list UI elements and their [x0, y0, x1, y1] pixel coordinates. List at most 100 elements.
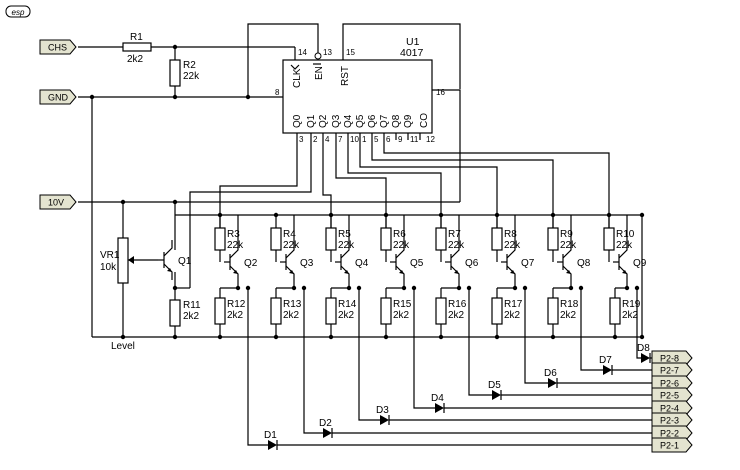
u1-out-q5: Q5 — [355, 114, 366, 128]
stage-transistor-5: Q7 — [501, 242, 535, 282]
diode-d2 — [323, 428, 332, 438]
emitter-value-4: 2k2 — [448, 310, 465, 321]
junction-dot — [328, 334, 334, 340]
stage-transistor-4: Q6 — [445, 242, 479, 282]
junction-dot — [356, 285, 362, 291]
u1-part: 4017 — [400, 47, 424, 59]
r11-body — [169, 299, 181, 327]
junction-dot — [172, 334, 178, 340]
emitter-value-5: 2k2 — [504, 310, 521, 321]
stage-transistor-3-label: Q5 — [410, 258, 424, 269]
output-port-p2-5 — [651, 387, 693, 403]
emitter-value-1: 2k2 — [283, 310, 300, 321]
emitter-ref-5: R17 — [504, 299, 523, 310]
r2-value: 22k — [183, 71, 200, 82]
diode-label-7: D8 — [637, 343, 650, 354]
vr1-wiper-arrow — [128, 256, 134, 264]
stage-transistor-0-label: Q2 — [244, 258, 258, 269]
pin-15: 15 — [346, 48, 355, 57]
u1-out-co: CO — [419, 113, 430, 128]
emitter-value-3: 2k2 — [393, 310, 410, 321]
stage-transistor-2-label: Q4 — [355, 258, 369, 269]
diode-label-1: D2 — [319, 418, 332, 429]
emitter-ref-3: R15 — [393, 299, 412, 310]
output-port-p2-4-label: P2-4 — [660, 404, 679, 414]
junction-dot — [301, 285, 307, 291]
pullup-value-3: 22k — [393, 240, 410, 251]
pin-8: 8 — [275, 88, 280, 97]
diode-label-4: D5 — [488, 380, 501, 391]
diode-label-2: D3 — [376, 405, 389, 416]
output-port-p2-1-label: P2-1 — [660, 441, 679, 451]
junction-dot — [120, 334, 126, 340]
junction-dot — [456, 285, 462, 291]
pullup-ref-2: R5 — [338, 229, 351, 240]
stage-transistor-0: Q2 — [224, 242, 258, 282]
u1-pin-5: 5 — [374, 135, 379, 144]
stage-transistor-6: Q8 — [557, 242, 591, 282]
pullup-r8 — [491, 227, 503, 251]
stage-transistor-7: Q9 — [613, 242, 647, 282]
diode-d5 — [492, 390, 501, 400]
emitter-value-2: 2k2 — [338, 310, 355, 321]
u1-pin-9: 9 — [398, 135, 403, 144]
junction-dot — [550, 212, 556, 218]
pullup-r6 — [380, 227, 392, 251]
emitter-r17 — [491, 297, 503, 325]
r1-ref: R1 — [130, 32, 143, 43]
junction-dot — [328, 212, 334, 218]
components: CHSGND10VR12k2R222kVR110kLevelQ1R112k2R3… — [39, 32, 693, 453]
diode-d3 — [380, 415, 389, 425]
junction-dot — [172, 285, 178, 291]
junction-dot — [89, 94, 95, 100]
emitter-r19 — [609, 297, 621, 325]
r1-value: 2k2 — [127, 54, 144, 65]
junction-dot — [634, 285, 640, 291]
rst-label: RST — [340, 66, 351, 86]
logo-text: esp — [12, 8, 25, 17]
diode-d8 — [641, 353, 650, 363]
junction-dot — [172, 94, 178, 100]
emitter-ref-1: R13 — [283, 299, 302, 310]
output-port-p2-3-label: P2-3 — [660, 416, 679, 426]
port-chs — [39, 39, 77, 55]
u1-out-q0: Q0 — [292, 114, 303, 128]
u1-out-q6: Q6 — [367, 114, 378, 128]
u1-pin-3: 3 — [299, 135, 304, 144]
u1-pin-4: 4 — [325, 135, 330, 144]
emitter-ref-7: R19 — [622, 299, 641, 310]
junction-dot — [578, 285, 584, 291]
u1-out-q9: Q9 — [403, 114, 414, 128]
vr1-level-label: Level — [111, 341, 135, 352]
emitter-ref-0: R12 — [227, 299, 246, 310]
u1-pin-2: 2 — [313, 135, 318, 144]
junction-dot — [606, 212, 612, 218]
pullup-value-4: 22k — [448, 240, 465, 251]
pin-14: 14 — [298, 48, 307, 57]
pullup-r9 — [547, 227, 559, 251]
pullup-ref-5: R8 — [504, 229, 517, 240]
u1-pin-1: 1 — [362, 135, 367, 144]
pullup-ref-6: R9 — [560, 229, 573, 240]
stage-transistor-6-label: Q8 — [577, 258, 591, 269]
output-port-p2-3 — [651, 412, 693, 428]
junction-dot — [494, 212, 500, 218]
junction-dot — [273, 334, 279, 340]
port-10v — [39, 194, 77, 210]
r2-body — [169, 59, 181, 87]
emitter-value-0: 2k2 — [227, 310, 244, 321]
u1-pin-10: 10 — [350, 135, 359, 144]
junction-dot — [512, 285, 518, 291]
junction-dot — [291, 285, 297, 291]
u1-out-q1: Q1 — [306, 114, 317, 128]
pullup-value-0: 22k — [227, 240, 244, 251]
output-port-p2-7 — [651, 362, 693, 378]
diode-d1 — [268, 440, 277, 450]
junction-dot — [466, 285, 472, 291]
pullup-r4 — [270, 227, 282, 251]
stage-transistor-3: Q5 — [390, 242, 424, 282]
junction-dot — [346, 285, 352, 291]
junction-dot — [438, 334, 444, 340]
pullup-value-2: 22k — [338, 240, 355, 251]
